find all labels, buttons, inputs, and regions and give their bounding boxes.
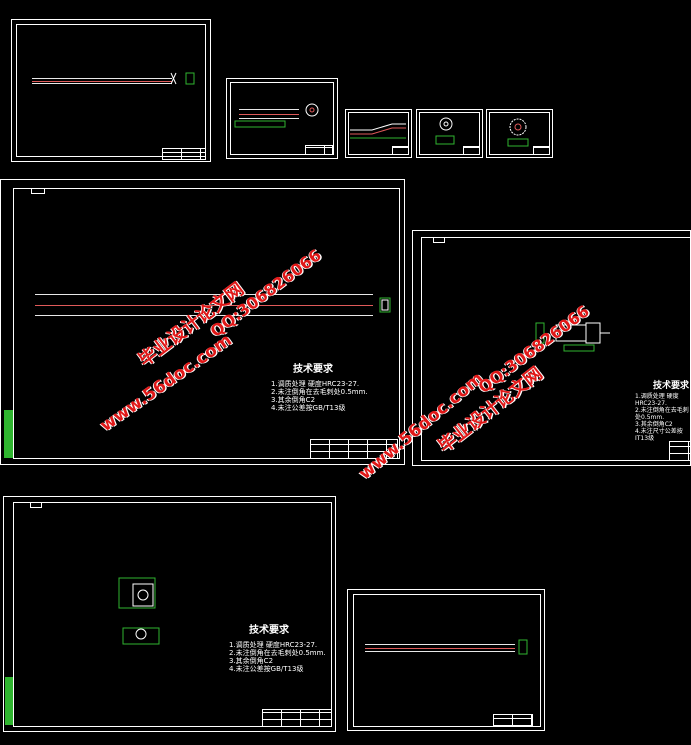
tech-requirements: 技术要求 1.调质处理 硬度HRC23-27. 2.未注倒角在去毛刺处0.5mm…: [271, 364, 368, 412]
tech-title: 技术要求: [653, 381, 690, 391]
title-block: [463, 146, 480, 155]
inner-frame: [489, 112, 550, 155]
drawing-sheet-2[interactable]: [226, 78, 338, 159]
drawing-sheet-5[interactable]: [486, 109, 553, 158]
assembly-drawing: [535, 322, 610, 352]
inner-frame: [16, 24, 206, 157]
title-block: [669, 441, 691, 461]
inner-frame: [13, 188, 400, 459]
profile-drawing: [350, 123, 406, 139]
tech-title: 技术要求: [293, 364, 333, 375]
tech-item: 4.未注尺寸公差按IT13级: [635, 427, 683, 442]
title-block: [493, 714, 533, 726]
tech-item: 3.其余倒角C2: [271, 395, 316, 404]
tech-item: 1.调质处理 硬度HRC23-27.: [635, 393, 679, 408]
title-block: [262, 709, 332, 727]
tech-item: 2.未注倒角在去毛刺处0.5mm.: [635, 407, 689, 422]
drawing-sheet-9[interactable]: [347, 589, 545, 731]
tech-item: 2.未注倒角在去毛刺处0.5mm.: [229, 648, 326, 657]
inner-frame: [13, 502, 332, 727]
tech-item: 4.未注公差按GB/T13级: [271, 403, 346, 412]
gear-icon: [435, 117, 455, 145]
tech-requirements: 技术要求 1.调质处理 硬度HRC23-27. 2.未注倒角在去毛刺处0.5mm…: [229, 625, 326, 673]
tech-item: 3.其余倒角C2: [635, 420, 673, 428]
tech-item: 3.其余倒角C2: [229, 656, 274, 665]
sheet-tag: [30, 502, 42, 508]
inner-frame: [421, 237, 691, 461]
inner-frame: [419, 112, 480, 155]
tech-title: 技术要求: [249, 625, 289, 636]
tech-item: 2.未注倒角在去毛刺处0.5mm.: [271, 387, 368, 396]
sheet-tag: [31, 188, 45, 194]
shaft-drawing: [365, 644, 515, 652]
flange-icon: [170, 72, 195, 85]
drawing-sheet-7[interactable]: 技术要求 1.调质处理 硬度HRC23-27. 2.未注倒角在去毛刺处0.5mm…: [412, 230, 691, 466]
title-block: [305, 145, 333, 155]
revision-strip: [5, 677, 13, 725]
inner-frame: [348, 112, 409, 155]
shaft-drawing: [239, 109, 299, 119]
inner-frame: [230, 82, 334, 155]
gear-end-icon: [234, 103, 319, 128]
sprocket-icon: [507, 118, 529, 147]
drawing-sheet-6[interactable]: 技术要求 1.调质处理 硬度HRC23-27. 2.未注倒角在去毛刺处0.5mm…: [0, 179, 405, 465]
drawing-sheet-8[interactable]: 技术要求 1.调质处理 硬度HRC23-27. 2.未注倒角在去毛刺处0.5mm…: [3, 496, 336, 732]
tech-requirements: 技术要求 1.调质处理 硬度HRC23-27. 2.未注倒角在去毛刺处0.5mm…: [635, 381, 690, 443]
inner-frame: [353, 594, 541, 727]
shaft-end-icon: [379, 297, 391, 313]
drawing-sheet-1[interactable]: [11, 19, 211, 162]
shaft-end-icon: [518, 639, 528, 655]
shaft-drawing: [35, 294, 373, 316]
title-block: [392, 146, 409, 155]
title-block: [310, 439, 398, 459]
title-block: [533, 146, 550, 155]
motor-icon: [118, 577, 160, 645]
revision-strip: [4, 410, 13, 458]
tech-item: 4.未注公差按GB/T13级: [229, 664, 304, 673]
drawing-sheet-4[interactable]: [416, 109, 483, 158]
title-block: [162, 148, 206, 160]
sheet-tag: [433, 237, 445, 243]
drawing-sheet-3[interactable]: [345, 109, 412, 158]
tech-item: 1.调质处理 硬度HRC23-27.: [229, 640, 318, 649]
tech-item: 1.调质处理 硬度HRC23-27.: [271, 379, 360, 388]
shaft-drawing: [32, 78, 172, 84]
